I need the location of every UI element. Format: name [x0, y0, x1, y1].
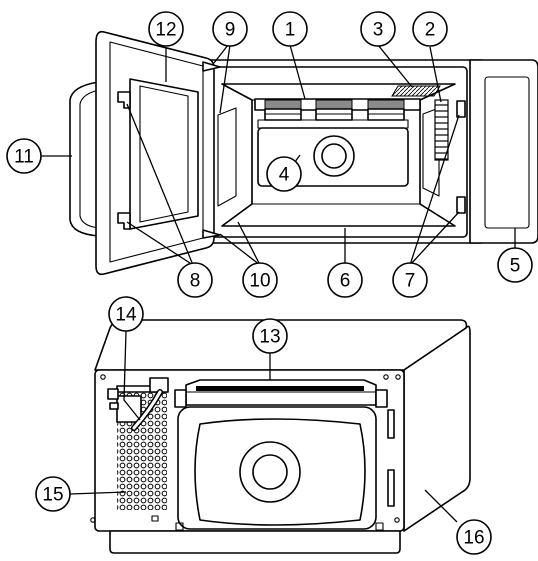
right-wall-panel: [422, 107, 440, 197]
svg-text:16: 16: [463, 528, 484, 549]
svg-text:10: 10: [249, 271, 270, 292]
rear-turntable-dome: [175, 406, 384, 531]
callout-6: 6: [327, 262, 363, 298]
door-screen: [139, 85, 189, 223]
svg-text:2: 2: [425, 20, 436, 41]
air-vent-openings: [434, 99, 449, 161]
latch-hole-lower: [456, 196, 466, 214]
left-wall-panel: [217, 107, 237, 207]
callout-15: 15: [35, 476, 71, 512]
svg-text:1: 1: [285, 20, 296, 41]
door-seal-upper: [202, 61, 221, 72]
heater-cover: [174, 379, 388, 408]
door-handle: [69, 81, 100, 237]
heater-element: [254, 98, 421, 129]
front-view: [40, 30, 538, 276]
svg-text:14: 14: [115, 305, 137, 326]
svg-text:15: 15: [42, 485, 63, 506]
outer-cabinet-side: [403, 325, 471, 532]
callout-13: 13: [252, 318, 288, 354]
latch-hole-upper: [456, 100, 466, 118]
callout-4: 4: [266, 156, 302, 192]
door-latch-lower: [117, 212, 131, 230]
control-panel: [469, 59, 538, 244]
callout-5: 5: [497, 247, 533, 283]
svg-text:8: 8: [190, 271, 201, 292]
ac-power-cord: [131, 377, 169, 431]
svg-text:6: 6: [340, 271, 351, 292]
callout-2: 2: [412, 11, 448, 47]
oven-door: [69, 30, 221, 276]
rear-ventilation-openings: [116, 385, 168, 510]
callout-1: 1: [272, 11, 308, 47]
callout-14: 14: [108, 296, 144, 332]
svg-text:12: 12: [155, 20, 176, 41]
svg-text:7: 7: [405, 271, 416, 292]
callout-16: 16: [456, 519, 492, 555]
svg-text:5: 5: [510, 256, 521, 277]
svg-text:9: 9: [225, 20, 236, 41]
svg-text:3: 3: [373, 20, 384, 41]
callout-11: 11: [6, 138, 42, 174]
rear-view: [69, 319, 471, 554]
callout-3: 3: [360, 11, 396, 47]
waveguide-cover: [391, 85, 441, 97]
control-panel-window: [484, 76, 530, 229]
callout-7: 7: [392, 262, 428, 298]
svg-text:4: 4: [279, 165, 290, 186]
turntable: [257, 127, 409, 187]
svg-text:13: 13: [259, 327, 280, 348]
callout-10: 10: [242, 262, 278, 298]
door-seal-lower: [202, 229, 221, 239]
callout-9: 9: [212, 11, 248, 47]
callout-12: 12: [148, 11, 184, 47]
svg-text:11: 11: [14, 147, 34, 168]
callout-8: 8: [177, 262, 213, 298]
